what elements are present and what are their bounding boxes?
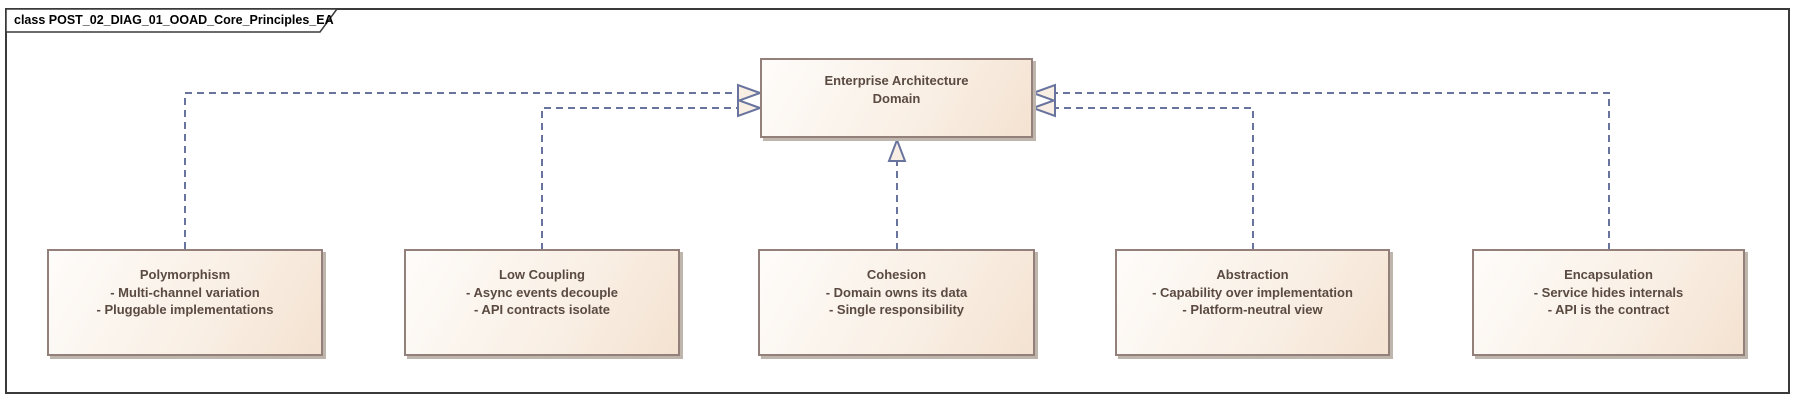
- realization-connector-low-coupling[interactable]: [541, 98, 763, 250]
- class-detail-line: - Service hides internals: [1533, 284, 1684, 300]
- class-detail-line: - Multi-channel variation: [110, 284, 260, 300]
- class-name-line: Domain: [872, 91, 921, 106]
- diagram-frame-border: [5, 8, 1790, 394]
- class-box-polymorphism[interactable]: Polymorphism - Multi-channel variation -…: [47, 249, 323, 356]
- class-detail-line: - Pluggable implementations: [96, 302, 274, 317]
- realization-connector-polymorphism[interactable]: [184, 83, 763, 249]
- hollow-triangle-arrowhead: [737, 98, 763, 118]
- realization-connector-cohesion[interactable]: [887, 137, 907, 250]
- class-detail-line: - API contracts isolate: [473, 302, 611, 317]
- realization-connector-abstraction[interactable]: [1030, 98, 1254, 250]
- class-detail-line: - Domain owns its data: [825, 284, 968, 300]
- class-name-line: Enterprise Architecture: [824, 73, 969, 88]
- class-detail-line: - Platform-neutral view: [1182, 302, 1323, 317]
- hollow-triangle-arrowhead: [737, 83, 763, 103]
- class-box-cohesion[interactable]: Cohesion - Domain owns its data - Single…: [758, 249, 1035, 356]
- class-detail-line: - Async events decouple: [466, 284, 618, 300]
- class-box-abstraction[interactable]: Abstraction - Capability over implementa…: [1115, 249, 1390, 356]
- class-detail-line: - API is the contract: [1547, 302, 1670, 317]
- class-box-enterprise-architecture-domain[interactable]: Enterprise Architecture Domain: [760, 58, 1033, 138]
- class-title: Cohesion: [866, 267, 927, 282]
- class-box-encapsulation[interactable]: Encapsulation - Service hides internals …: [1472, 249, 1745, 356]
- diagram-frame-label: class POST_02_DIAG_01_OOAD_Core_Principl…: [14, 13, 334, 27]
- realization-connector-encapsulation[interactable]: [1030, 83, 1610, 250]
- class-title: Encapsulation: [1564, 267, 1653, 282]
- class-detail-line: - Capability over implementation: [1152, 284, 1353, 300]
- class-title: Low Coupling: [499, 267, 585, 282]
- diagram-frame-tab: [5, 8, 339, 33]
- hollow-triangle-arrowhead: [1030, 98, 1056, 118]
- hollow-triangle-arrowhead: [1030, 83, 1056, 103]
- class-box-low-coupling[interactable]: Low Coupling - Async events decouple - A…: [404, 249, 680, 356]
- class-title: Abstraction: [1216, 267, 1289, 282]
- hollow-triangle-arrowhead: [887, 137, 907, 162]
- class-detail-line: - Single responsibility: [828, 302, 965, 317]
- class-title: Polymorphism: [139, 267, 231, 282]
